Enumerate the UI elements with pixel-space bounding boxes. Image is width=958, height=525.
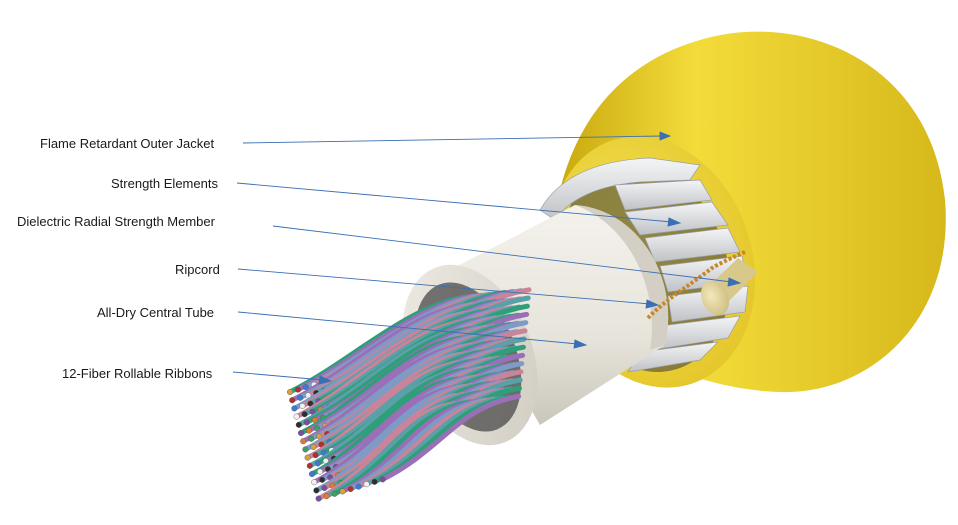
fiber-end: [331, 490, 338, 497]
fiber-end: [311, 479, 318, 486]
tube-body: [450, 205, 669, 425]
fiber-end: [304, 454, 311, 461]
fiber-end: [312, 452, 319, 459]
fiber-end: [301, 411, 308, 418]
arrowhead-strength: [667, 217, 682, 227]
fiber-end: [347, 486, 354, 493]
fiber-end: [319, 476, 326, 483]
fiber-end: [321, 485, 328, 492]
arrowhead-ripcord: [645, 299, 660, 309]
fiber-end: [306, 462, 313, 469]
fiber-end: [299, 403, 306, 410]
fiber-end: [289, 397, 296, 404]
fiber-end: [308, 435, 315, 442]
leader-line-ribbons: [232, 371, 324, 381]
fiber-end: [355, 483, 362, 490]
callout-label-central-tube: All-Dry Central Tube: [97, 305, 215, 320]
fiber-end: [371, 478, 378, 485]
leader-line-tube: [237, 311, 579, 345]
fiber-end: [300, 438, 307, 445]
fiber-end: [313, 487, 320, 494]
leader-line-strength: [236, 182, 673, 223]
callout-label-fiber-ribbons: 12-Fiber Rollable Ribbons: [62, 366, 213, 381]
arrowhead-tube: [573, 339, 588, 349]
leader-line-ripcord: [237, 268, 651, 305]
fiber-end: [295, 386, 302, 393]
leader-line-radial: [272, 225, 733, 283]
fiber-end: [295, 421, 302, 428]
fiber-strand: [380, 393, 522, 482]
leader-line-jacket: [242, 135, 663, 144]
fiber-end: [291, 405, 298, 412]
fiber-end: [303, 419, 310, 426]
fiber-end: [317, 468, 324, 475]
callout-label-ripcord: Ripcord: [175, 262, 220, 277]
leader-lines: [232, 131, 742, 385]
fiber-end: [293, 413, 300, 420]
fiber-end: [339, 488, 346, 495]
fiber-end: [297, 394, 304, 401]
fiber-end: [379, 476, 386, 483]
ripcord: [646, 250, 746, 320]
arrowhead-radial: [727, 277, 742, 287]
fiber-end: [315, 495, 322, 502]
fiber-end: [363, 481, 370, 488]
arrowhead-jacket: [659, 131, 672, 141]
fiber-end: [310, 444, 317, 451]
callout-label-radial-strength-member: Dielectric Radial Strength Member: [17, 214, 215, 229]
fiber-end: [306, 427, 313, 434]
fiber-end: [287, 389, 294, 396]
callout-label-outer-jacket: Flame Retardant Outer Jacket: [40, 136, 215, 151]
fiber-end: [302, 446, 309, 453]
fiber-end: [314, 460, 321, 467]
fiber-end: [323, 493, 330, 500]
arrowhead-ribbons: [318, 375, 333, 385]
fiber-end: [298, 430, 305, 437]
fiber-ribbons: [287, 287, 532, 502]
callout-label-strength-elements: Strength Elements: [111, 176, 218, 191]
fiber-end: [309, 471, 316, 478]
